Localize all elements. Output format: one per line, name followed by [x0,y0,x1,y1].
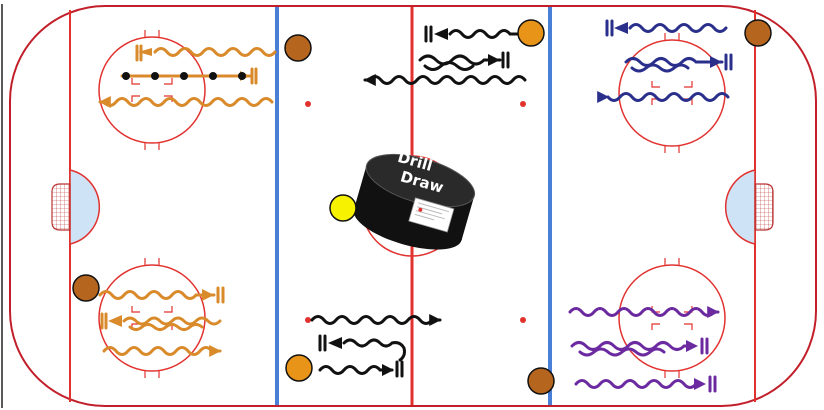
skate-path [628,23,728,33]
skate-path [153,47,277,57]
puck [209,72,217,80]
goal-crease-left [69,169,101,245]
player-marker [284,34,312,62]
player-marker [744,19,772,47]
player-marker [72,274,100,302]
skate-path [448,29,520,39]
skate-path [363,74,527,86]
net-left [51,183,71,231]
skate-path [102,345,222,357]
faceoff-circle-tl [98,36,206,144]
faceoff-circle-br [618,264,726,372]
puck [180,72,188,80]
player-marker [285,354,313,382]
skate-path [310,314,442,326]
skate-path [606,92,730,110]
player-marker [527,367,555,395]
puck [122,72,130,80]
puck [238,72,246,80]
puck [151,72,159,80]
skate-path [568,306,720,318]
net-right [754,183,774,231]
stop-mark [135,44,143,62]
skate-path [98,96,274,108]
skate-path [98,290,216,300]
drill-draw-logo-icon: Drill Draw [353,148,476,250]
goal-crease-right [724,169,756,245]
player-marker [517,19,545,47]
player-marker [329,194,357,222]
